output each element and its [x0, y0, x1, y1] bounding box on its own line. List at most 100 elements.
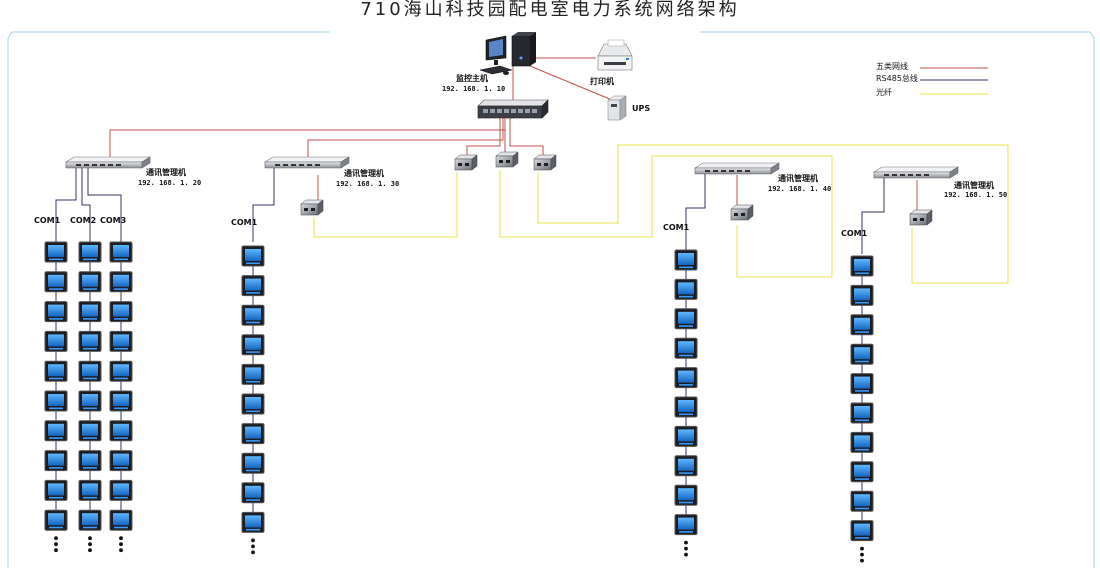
manager-3-com1-bus	[685, 172, 706, 250]
power-meter	[78, 330, 102, 352]
fiber-converter-2	[499, 155, 833, 278]
comm-manager-1	[64, 156, 152, 169]
diagram-frame	[7, 31, 1095, 568]
manager-4-ip: 192. 168. 1. 50	[944, 191, 1008, 199]
ellipsis-dot	[119, 542, 123, 547]
power-meter	[78, 390, 102, 412]
power-meter	[78, 479, 102, 501]
power-meter	[241, 482, 265, 504]
manager-2-com1-bus	[252, 168, 275, 242]
manager-2-label: 通讯管理机	[344, 169, 384, 178]
media-converter-5	[730, 204, 754, 221]
manager-4-label: 通讯管理机	[954, 181, 994, 190]
ellipsis-dot	[54, 536, 58, 541]
power-meter	[674, 278, 698, 300]
power-meter	[850, 373, 874, 395]
ellipsis-dot	[684, 546, 688, 551]
power-meter	[44, 509, 68, 531]
diagram-title: 710海山科技园配电室电力系统网络架构	[360, 0, 740, 20]
power-meter	[850, 402, 874, 424]
comm-manager-2	[263, 156, 351, 169]
power-meter	[241, 393, 265, 415]
ups-label: UPS	[632, 104, 651, 113]
power-meter	[241, 245, 265, 267]
ellipsis-dot	[684, 552, 688, 557]
manager-1-com3-bus	[87, 165, 122, 242]
power-meter	[241, 452, 265, 474]
power-meter	[850, 284, 874, 306]
manager-3-ip: 192. 168. 1. 40	[768, 185, 832, 193]
power-meter	[109, 450, 133, 472]
power-meter	[109, 420, 133, 442]
power-meter	[674, 514, 698, 536]
manager-1-com2-label: COM2	[70, 216, 97, 225]
power-meter	[674, 484, 698, 506]
ellipsis-dot	[88, 548, 92, 553]
monitor-to-ups-link	[529, 65, 613, 101]
media-converter-1	[454, 154, 478, 171]
manager-3-com1-label: COM1	[663, 223, 690, 232]
power-meter	[241, 511, 265, 533]
power-meter	[78, 360, 102, 382]
power-meter	[44, 301, 68, 323]
ellipsis-dot	[54, 548, 58, 553]
comm-manager-4	[872, 166, 960, 179]
ellipsis-dot	[251, 550, 255, 555]
media-converter-4	[300, 199, 324, 216]
power-meter	[109, 330, 133, 352]
manager-1-com3-label: COM3	[100, 216, 127, 225]
switch-to-converter-3-link	[509, 118, 544, 155]
ellipsis-dot	[684, 540, 688, 545]
power-meter	[44, 271, 68, 293]
power-meter	[241, 423, 265, 445]
power-meter	[850, 520, 874, 542]
ellipsis-dot	[860, 546, 864, 551]
power-meter	[78, 450, 102, 472]
fiber-converter-3	[537, 144, 1009, 284]
power-meter	[241, 304, 265, 326]
network-switch	[477, 99, 549, 119]
power-meter	[850, 461, 874, 483]
manager-1-ip: 192. 168. 1. 20	[138, 179, 202, 187]
monitor-ip: 192. 168. 1. 10	[442, 85, 506, 93]
switch-to-converter-1-link	[466, 118, 501, 155]
comm-manager-3	[693, 162, 781, 175]
power-meter	[674, 308, 698, 330]
manager-3-label: 通讯管理机	[778, 174, 818, 183]
power-meter	[78, 420, 102, 442]
power-meter	[109, 241, 133, 263]
manager-1-com2-bus	[81, 165, 91, 242]
power-meter	[850, 490, 874, 512]
printer-label: 打印机	[590, 77, 614, 86]
power-meter	[109, 301, 133, 323]
power-meter	[109, 479, 133, 501]
legend-fiber-label: 光纤	[876, 88, 892, 97]
manager-1-com1-bus	[55, 165, 77, 242]
media-converter-2	[495, 151, 519, 168]
power-meter	[109, 509, 133, 531]
ellipsis-dot	[119, 536, 123, 541]
power-meter	[109, 271, 133, 293]
power-meter	[44, 241, 68, 263]
power-meter	[44, 330, 68, 352]
legend-rs485-label: RS485总线	[876, 74, 918, 83]
manager-2-com1-label: COM1	[231, 218, 258, 227]
manager-1-label: 通讯管理机	[146, 168, 186, 177]
media-converter-6	[909, 209, 933, 226]
ellipsis-dot	[119, 548, 123, 553]
ellipsis-dot	[251, 544, 255, 549]
power-meter	[78, 271, 102, 293]
ellipsis-dot	[54, 542, 58, 547]
fiber-converter-1	[313, 172, 458, 238]
power-meter	[674, 455, 698, 477]
power-meter	[850, 314, 874, 336]
ellipsis-dot	[88, 542, 92, 547]
power-meter	[109, 390, 133, 412]
power-meter	[674, 337, 698, 359]
power-meter	[241, 363, 265, 385]
power-meter	[44, 450, 68, 472]
ellipsis-dot	[251, 538, 255, 543]
power-meter	[44, 420, 68, 442]
manager-1-com1-label: COM1	[34, 216, 61, 225]
